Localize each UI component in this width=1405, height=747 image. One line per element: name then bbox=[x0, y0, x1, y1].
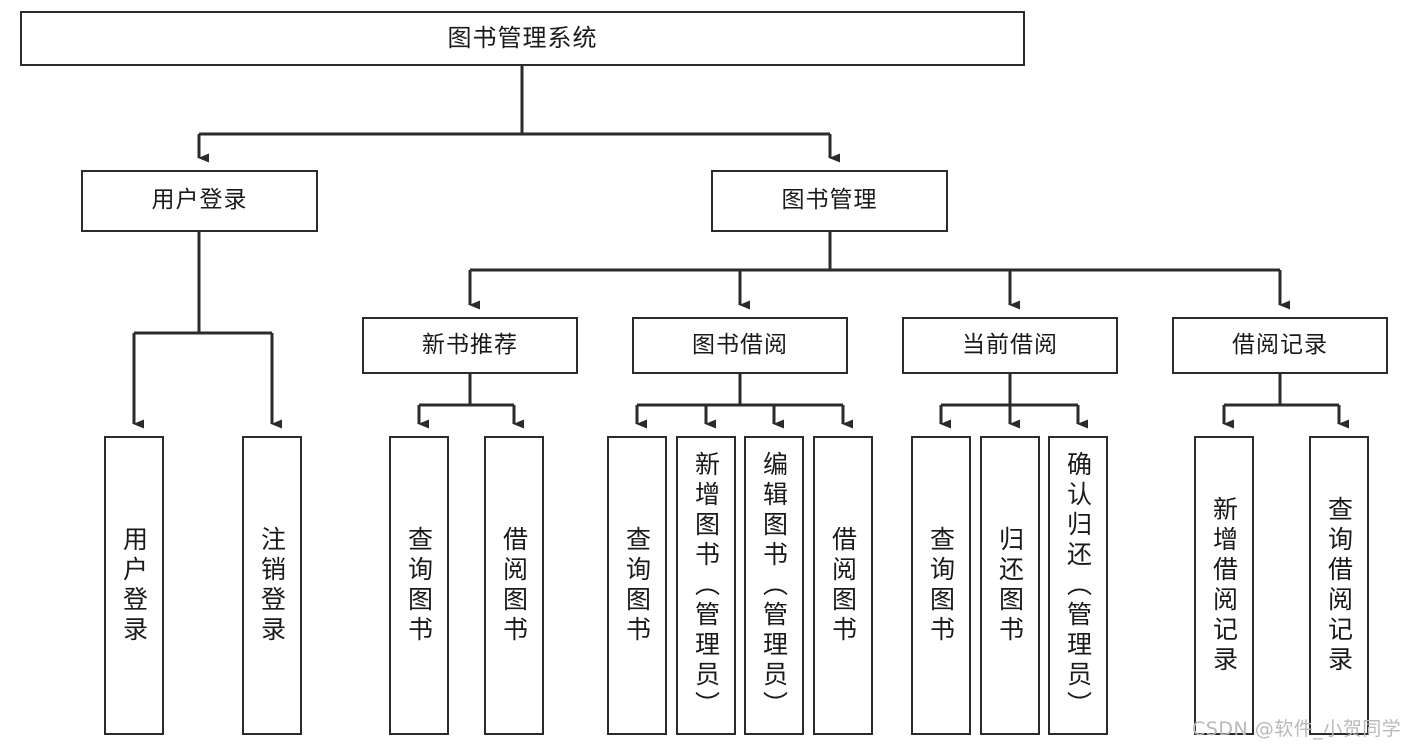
csdn-watermark: CSDN @软件_小贺同学 bbox=[1192, 718, 1402, 740]
leaf-new-book-query[interactable]: 查询图书 bbox=[389, 436, 449, 735]
node-label: 借阅图书 bbox=[499, 525, 529, 646]
node-current-borrow[interactable]: 当前借阅 bbox=[902, 317, 1118, 374]
node-label: 图书管理 bbox=[781, 187, 878, 214]
leaf-borrow-edit-book-admin[interactable]: 编辑图书（管理员） bbox=[744, 436, 804, 735]
node-label: 用户登录 bbox=[119, 525, 149, 646]
node-label: 查询图书 bbox=[404, 525, 434, 646]
node-book-management[interactable]: 图书管理 bbox=[711, 170, 948, 232]
leaf-record-query-borrow-record[interactable]: 查询借阅记录 bbox=[1309, 436, 1369, 735]
leaf-current-query-book[interactable]: 查询图书 bbox=[911, 436, 971, 735]
node-label: 用户登录 bbox=[151, 187, 248, 214]
node-book-borrow[interactable]: 图书借阅 bbox=[632, 317, 848, 374]
node-label: 新增借阅记录 bbox=[1209, 495, 1239, 676]
leaf-borrow-query-book[interactable]: 查询图书 bbox=[607, 436, 667, 735]
node-label: 查询图书 bbox=[622, 525, 652, 646]
node-label: 查询借阅记录 bbox=[1324, 495, 1354, 676]
node-label: 编辑图书（管理员） bbox=[759, 450, 789, 721]
leaf-current-return-book[interactable]: 归还图书 bbox=[980, 436, 1040, 735]
node-borrow-record[interactable]: 借阅记录 bbox=[1172, 317, 1388, 374]
node-label: 确认归还（管理员） bbox=[1063, 450, 1093, 721]
leaf-user-login-login[interactable]: 用户登录 bbox=[104, 436, 164, 735]
node-label: 当前借阅 bbox=[962, 331, 1058, 358]
node-label: 新书推荐 bbox=[422, 331, 518, 358]
node-label: 借阅图书 bbox=[828, 525, 858, 646]
node-label: 图书管理系统 bbox=[447, 24, 598, 53]
leaf-borrow-add-book-admin[interactable]: 新增图书（管理员） bbox=[676, 436, 736, 735]
node-label: 注销登录 bbox=[257, 525, 287, 646]
leaf-new-book-borrow[interactable]: 借阅图书 bbox=[484, 436, 544, 735]
leaf-user-login-logout[interactable]: 注销登录 bbox=[242, 436, 302, 735]
node-user-login[interactable]: 用户登录 bbox=[81, 170, 318, 232]
leaf-current-confirm-return-admin[interactable]: 确认归还（管理员） bbox=[1048, 436, 1108, 735]
node-new-book-recommend[interactable]: 新书推荐 bbox=[362, 317, 578, 374]
node-label: 借阅记录 bbox=[1232, 331, 1328, 358]
node-label: 图书借阅 bbox=[692, 331, 788, 358]
node-book-management-system[interactable]: 图书管理系统 bbox=[20, 11, 1025, 66]
node-label: 归还图书 bbox=[995, 525, 1025, 646]
node-label: 新增图书（管理员） bbox=[691, 450, 721, 721]
leaf-record-add-borrow-record[interactable]: 新增借阅记录 bbox=[1194, 436, 1254, 735]
node-label: 查询图书 bbox=[926, 525, 956, 646]
leaf-borrow-borrow-book[interactable]: 借阅图书 bbox=[813, 436, 873, 735]
